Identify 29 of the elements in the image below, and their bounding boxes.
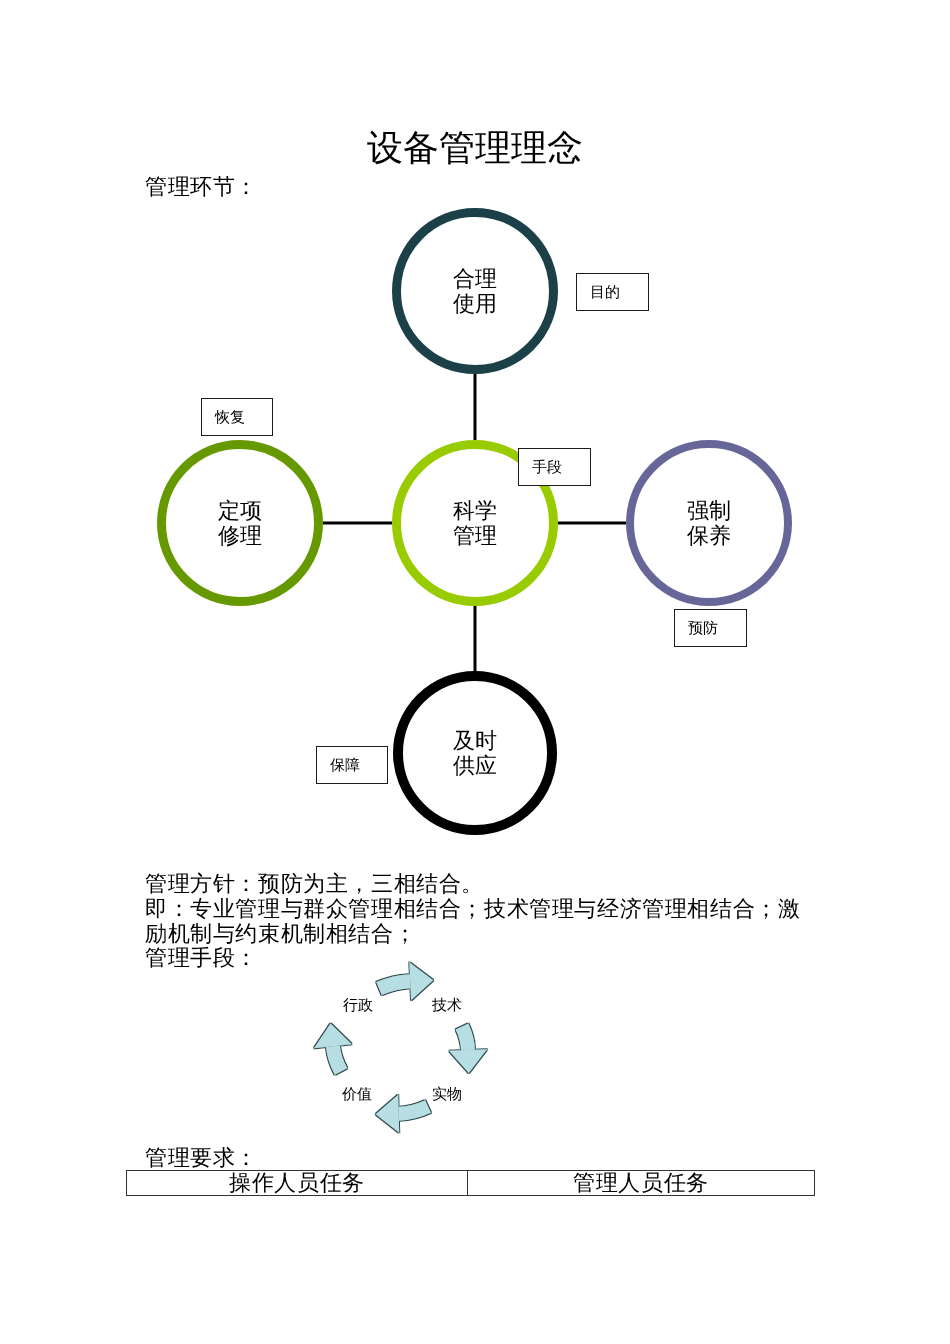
- table-cell: 管理人员任务: [467, 1170, 815, 1196]
- body-text: 管理方针：预防为主，三相结合。: [145, 871, 484, 896]
- circle-node: 合理使用: [392, 208, 558, 374]
- section-heading: 管理环节：: [145, 174, 258, 199]
- step-label: 技术: [430, 994, 464, 1016]
- title: 设备管理理念: [367, 127, 583, 170]
- section-heading: 管理要求：: [145, 1145, 258, 1170]
- connector-line: [558, 521, 626, 525]
- circle-node: 及时供应: [393, 671, 557, 835]
- connector-line: [323, 521, 392, 525]
- connector-line: [473, 606, 477, 671]
- text-box: 手段: [518, 448, 591, 486]
- body-text: 即：专业管理与群众管理相结合；技术管理与经济管理相结合；激励机制与约束机制相结合；: [145, 896, 802, 946]
- step-label: 行政: [341, 994, 375, 1016]
- circle-node: 强制保养: [626, 440, 792, 606]
- table-cell: 操作人员任务: [126, 1170, 468, 1196]
- text-box: 预防: [674, 609, 747, 647]
- section-heading: 管理手段：: [145, 945, 258, 970]
- text-box: 保障: [316, 746, 388, 784]
- connector-line: [473, 374, 477, 440]
- block-arrow: [376, 962, 434, 1001]
- step-label: 实物: [430, 1083, 464, 1105]
- circle-node: 定项修理: [157, 440, 323, 606]
- block-arrow: [314, 1023, 352, 1075]
- text-box: 目的: [576, 273, 649, 311]
- block-arrow: [375, 1094, 431, 1133]
- text-box: 恢复: [201, 398, 273, 436]
- block-arrow: [449, 1023, 487, 1073]
- step-label: 价值: [340, 1083, 374, 1105]
